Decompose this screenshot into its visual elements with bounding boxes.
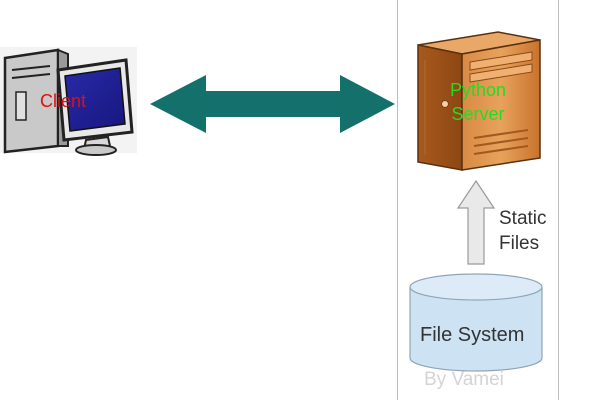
static-files-label: Static Files xyxy=(499,206,569,256)
client-label: Client xyxy=(40,91,87,111)
server-label: Python Server xyxy=(414,78,542,126)
server-tower-icon xyxy=(417,31,541,171)
file-system-label: File System xyxy=(420,324,525,346)
server-label-line2: Server xyxy=(451,104,505,124)
bidirectional-arrow xyxy=(150,75,395,133)
static-files-line2: Files xyxy=(499,233,540,254)
author-credit: By Vamei xyxy=(424,369,504,390)
static-files-line1: Static xyxy=(499,208,547,229)
desktop-computer-icon xyxy=(0,47,137,156)
database-cylinder-icon xyxy=(409,273,543,372)
server-label-line1: Python xyxy=(449,80,507,100)
upward-arrow xyxy=(456,179,496,265)
